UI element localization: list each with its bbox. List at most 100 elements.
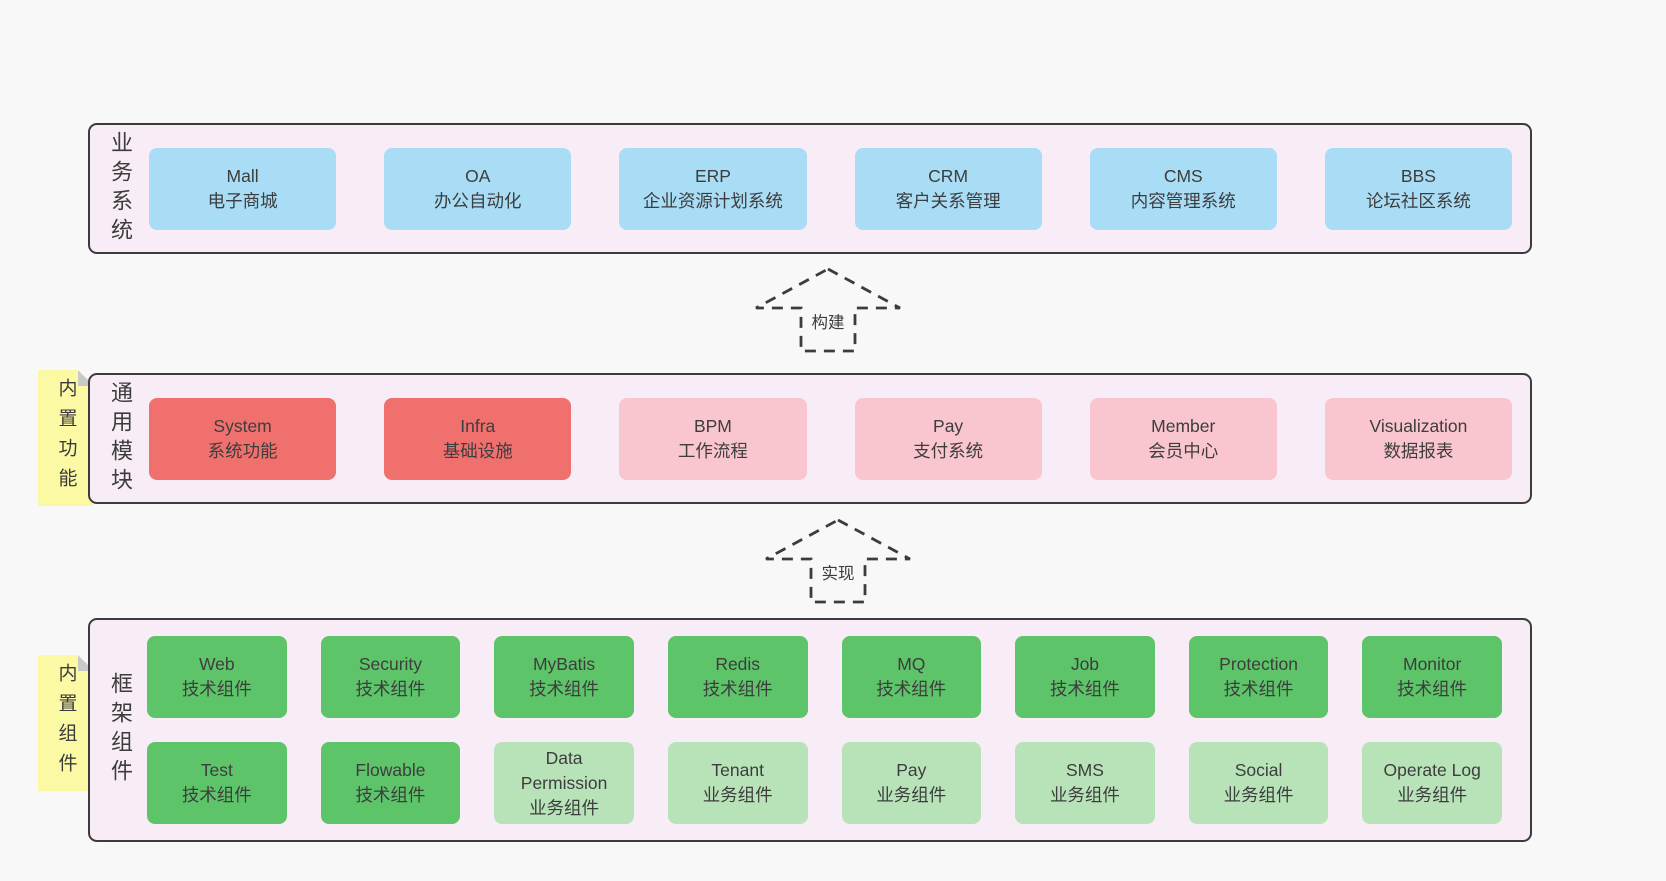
box-subtitle: 工作流程	[677, 440, 748, 461]
box-title: BBS	[1400, 165, 1436, 186]
box-title: CRM	[928, 165, 969, 186]
box-subtitle: 技术组件	[355, 679, 426, 699]
box-title: Pay	[933, 415, 964, 436]
up-arrow-icon	[765, 518, 911, 604]
box-title: Monitor	[1403, 654, 1462, 674]
box-subtitle: 业务组件	[1397, 785, 1468, 805]
box-visualization: Visualization 数据报表	[1324, 397, 1513, 480]
box-subtitle: 业务组件	[1223, 785, 1294, 805]
box-subtitle: 基础设施	[442, 440, 513, 461]
box-title: Tenant	[711, 760, 764, 780]
box-title: Protection	[1219, 654, 1298, 674]
box-subtitle: 业务组件	[702, 785, 773, 805]
box-subtitle: 办公自动化	[434, 190, 522, 211]
note-text: 内置功能	[55, 378, 77, 498]
box-flowable: Flowable 技术组件	[320, 742, 461, 824]
box-title: CMS	[1163, 165, 1203, 186]
box-subtitle: 技术组件	[876, 679, 947, 699]
box-title: Redis	[715, 654, 761, 674]
box-title: Security	[358, 654, 423, 674]
arrow-label: 构建	[811, 314, 845, 332]
box-erp: ERP 企业资源计划系统	[619, 147, 807, 230]
note-built-in-components: 内置组件	[38, 655, 94, 791]
box-subtitle: 客户关系管理	[895, 190, 1001, 211]
box-operate-log: Operate Log 业务组件	[1362, 742, 1502, 824]
box-title: Flowable	[355, 760, 426, 780]
box-subtitle: 企业资源计划系统	[642, 190, 783, 211]
box-title: Social	[1234, 760, 1283, 780]
box-bbs: BBS 论坛社区系统	[1324, 147, 1513, 230]
box-title: Data Permission	[520, 747, 608, 793]
section-common-modules: 通用模块 System 系统功能 Infra 基础设施 BPM 工作流程 Pay…	[88, 373, 1532, 504]
box-title: MyBatis	[532, 654, 596, 674]
section-business-systems: 业务系统 Mall 电子商城 OA 办公自动化 ERP 企业资源计划系统 CRM…	[88, 123, 1532, 254]
components-row-1: Web 技术组件 Security 技术组件 MyBatis 技术组件 Redi…	[147, 636, 1502, 718]
box-security: Security 技术组件	[320, 636, 461, 718]
components-row-2: Test 技术组件 Flowable 技术组件 Data Permission …	[147, 742, 1502, 824]
box-job: Job 技术组件	[1015, 636, 1155, 718]
box-tenant: Tenant 业务组件	[667, 742, 808, 824]
box-subtitle: 业务组件	[876, 785, 947, 805]
box-mybatis: MyBatis 技术组件	[494, 636, 634, 718]
box-title: Pay	[896, 760, 927, 780]
box-subtitle: 技术组件	[181, 785, 252, 805]
box-oa: OA 办公自动化	[384, 147, 572, 230]
box-title: Visualization	[1369, 415, 1468, 436]
box-title: Infra	[460, 415, 496, 436]
box-pay-module: Pay 支付系统	[854, 397, 1042, 480]
section-label-business: 业务系统	[108, 130, 133, 247]
box-subtitle: 内容管理系统	[1130, 190, 1236, 211]
box-subtitle: 技术组件	[702, 679, 773, 699]
implement-arrow: 实现	[763, 517, 913, 605]
box-title: MQ	[897, 654, 926, 674]
box-title: Mall	[226, 165, 259, 186]
box-title: Member	[1151, 415, 1216, 436]
box-mall: Mall 电子商城	[149, 147, 337, 230]
box-subtitle: 技术组件	[1049, 679, 1120, 699]
box-test: Test 技术组件	[147, 742, 287, 824]
box-subtitle: 技术组件	[529, 679, 600, 699]
box-protection: Protection 技术组件	[1188, 636, 1329, 718]
box-title: SMS	[1065, 760, 1104, 780]
box-title: OA	[465, 165, 491, 186]
box-title: Operate Log	[1383, 760, 1481, 780]
modules-boxes-row: System 系统功能 Infra 基础设施 BPM 工作流程 Pay 支付系统…	[143, 375, 1530, 502]
box-subtitle: 业务组件	[1049, 785, 1120, 805]
box-subtitle: 技术组件	[1397, 679, 1468, 699]
box-subtitle: 技术组件	[181, 679, 252, 699]
box-bpm: BPM 工作流程	[619, 397, 807, 480]
box-subtitle: 论坛社区系统	[1365, 190, 1471, 211]
box-subtitle: 数据报表	[1383, 440, 1454, 461]
box-member: Member 会员中心	[1089, 397, 1277, 480]
section-label-modules: 通用模块	[108, 380, 133, 497]
box-title: Test	[200, 760, 233, 780]
box-subtitle: 技术组件	[355, 785, 426, 805]
box-data-permission: Data Permission 业务组件	[494, 742, 634, 824]
note-text: 内置组件	[55, 663, 77, 783]
section-label-components: 框架组件	[108, 672, 133, 788]
arrow-label: 实现	[821, 565, 855, 583]
box-mq: MQ 技术组件	[841, 636, 982, 718]
box-subtitle: 技术组件	[1223, 679, 1294, 699]
box-system: System 系统功能	[149, 397, 337, 480]
box-cms: CMS 内容管理系统	[1089, 147, 1277, 230]
box-web: Web 技术组件	[147, 636, 287, 718]
note-built-in-functions: 内置功能	[38, 370, 94, 506]
box-pay-component: Pay 业务组件	[841, 742, 982, 824]
box-infra: Infra 基础设施	[384, 397, 572, 480]
box-subtitle: 业务组件	[529, 797, 600, 818]
box-subtitle: 系统功能	[207, 440, 278, 461]
box-subtitle: 电子商城	[207, 190, 278, 211]
box-title: System	[213, 415, 272, 436]
box-sms: SMS 业务组件	[1015, 742, 1155, 824]
box-subtitle: 支付系统	[913, 440, 984, 461]
section-framework-components: 框架组件 Web 技术组件 Security 技术组件 MyBatis 技术组件…	[88, 618, 1532, 842]
box-crm: CRM 客户关系管理	[854, 147, 1042, 230]
box-redis: Redis 技术组件	[667, 636, 808, 718]
box-monitor: Monitor 技术组件	[1362, 636, 1502, 718]
box-title: Web	[198, 654, 235, 674]
box-title: ERP	[694, 165, 731, 186]
box-title: Job	[1070, 654, 1100, 674]
box-title: BPM	[693, 415, 732, 436]
